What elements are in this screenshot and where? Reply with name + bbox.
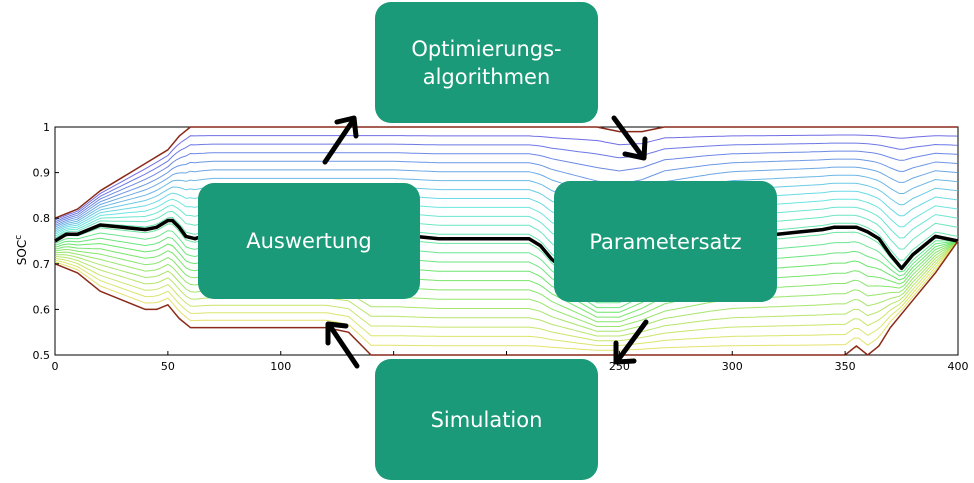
y-tick-label: 0.8	[33, 212, 51, 225]
trajectory-line	[54, 150, 959, 225]
y-tick-label: 0.9	[33, 167, 51, 180]
x-tick-label: 0	[52, 360, 59, 373]
optimierungsalgorithmen-label: Optimierungs- algorithmen	[411, 36, 562, 89]
y-tick-label: 0.6	[33, 303, 51, 316]
soc-plot: 050100150200250300350400 0.50.60.70.80.9…	[14, 121, 969, 373]
optimierungsalgorithmen-box: Optimierungs- algorithmen	[375, 2, 598, 123]
x-tick-label: 400	[948, 360, 969, 373]
upper-bound-line	[54, 126, 958, 219]
y-tick-label: 0.7	[33, 258, 51, 271]
trajectory-line	[54, 240, 959, 342]
parametersatz-label: Parametersatz	[589, 229, 742, 254]
x-tick-label: 300	[722, 360, 743, 373]
reference-line	[54, 218, 959, 298]
auswertung-box: Auswertung	[198, 183, 420, 299]
x-tick-label: 50	[161, 360, 175, 373]
trajectory-line	[54, 240, 959, 346]
trajectory-line	[54, 134, 959, 221]
auswertung-label: Auswertung	[246, 229, 372, 253]
trajectory-line	[54, 174, 959, 230]
arrow-auswertung-to-optimierung	[322, 115, 359, 165]
arrow-optimierung-to-parametersatz	[611, 115, 648, 161]
y-axis-ticks: 0.5 0.6 0.7 0.8 0.9 1	[33, 121, 59, 362]
trajectory-line	[54, 240, 959, 351]
x-tick-label: 100	[270, 360, 291, 373]
x-tick-label: 350	[835, 360, 856, 373]
trajectory-line	[54, 166, 959, 228]
y-tick-label: 0.5	[33, 349, 51, 362]
trajectory-line	[54, 158, 959, 226]
y-axis-label: SOCc	[14, 235, 29, 265]
simulation-label: Simulation	[430, 407, 543, 432]
trajectory-line	[54, 240, 959, 337]
trajectory-line	[54, 142, 959, 223]
arrow-simulation-to-auswertung	[325, 321, 360, 369]
arrow-parametersatz-to-simulation	[613, 319, 649, 365]
y-tick-label: 1	[43, 121, 50, 134]
simulation-box: Simulation	[375, 359, 598, 480]
parametersatz-box: Parametersatz	[554, 181, 777, 302]
cycle-arrows	[322, 115, 649, 369]
